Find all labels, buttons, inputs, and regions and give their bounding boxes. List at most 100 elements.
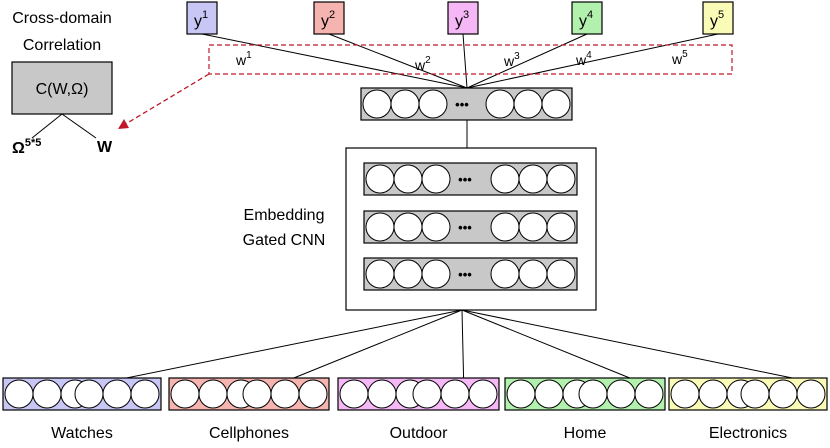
vector-unit-circle [534, 379, 564, 409]
output-box-y1 [186, 1, 218, 35]
vector-unit-circle [393, 164, 423, 194]
vector-unit-circle [546, 212, 576, 242]
output-box-y4 [571, 1, 603, 35]
vector-unit-circle [440, 379, 470, 409]
omega-label: Ω5*5 [12, 137, 41, 157]
vector-unit-circle [393, 212, 423, 242]
cnn-label-line1: Embedding [244, 207, 325, 224]
vector-unit-circle [365, 259, 395, 289]
vector-unit-circle [670, 379, 700, 409]
input-domain-label: Watches [51, 425, 113, 442]
vector-unit-circle [490, 212, 520, 242]
vector-unit-circle [270, 379, 300, 409]
output-connection-line [466, 33, 588, 89]
input-connection-line [293, 309, 463, 379]
diagram-nodes: y1y2y3y4y5w1w2w3w4w5•••••••••••••••Watch… [2, 1, 828, 442]
output-label-y1: y1 [194, 9, 208, 30]
weight-label-superscript: 3 [514, 51, 520, 62]
input-vector-cellphones: ••• [168, 377, 330, 411]
weight-label-superscript: 2 [425, 55, 431, 66]
vector-unit-circle [130, 379, 160, 409]
vector-unit-circle [421, 164, 451, 194]
weight-label-superscript: 4 [586, 50, 592, 61]
output-connection-line [466, 33, 719, 89]
output-box-y3 [447, 1, 479, 35]
vector-unit-circle [490, 259, 520, 289]
weight-label-w2: w2 [414, 55, 431, 73]
weight-label-base: w [503, 53, 515, 69]
output-label-superscript: 5 [718, 9, 724, 21]
vector-unit-circle [298, 379, 328, 409]
output-label-superscript: 4 [587, 9, 593, 21]
input-vector-home: ••• [504, 377, 666, 411]
output-label-y2: y2 [321, 9, 335, 30]
vector-unit-circle [541, 89, 571, 119]
vector-unit-circle [170, 379, 200, 409]
input-connection-line [126, 309, 463, 379]
shared-representation-vector: ••• [360, 87, 573, 121]
vector-unit-circle [513, 89, 543, 119]
ellipsis-label: ••• [458, 267, 472, 282]
weight-label-w4: w4 [575, 50, 592, 68]
vector-unit-circle [412, 379, 442, 409]
vector-unit-circle [102, 379, 132, 409]
vector-unit-circle [606, 379, 636, 409]
input-domain-label: Outdoor [390, 425, 448, 442]
vector-unit-circle [506, 379, 536, 409]
vector-unit-circle [796, 379, 826, 409]
output-box-y2 [313, 1, 345, 35]
vector-unit-circle [242, 379, 272, 409]
vector-unit-circle [390, 89, 420, 119]
vector-unit-circle [698, 379, 728, 409]
vector-unit-circle [362, 89, 392, 119]
vector-unit-circle [468, 379, 498, 409]
input-vector-electronics: ••• [668, 377, 828, 411]
correlation-title-line2: Correlation [23, 37, 101, 54]
correlation-title-line1: Cross-domain [12, 10, 112, 27]
vector-unit-circle [339, 379, 369, 409]
input-domain-label: Home [564, 425, 607, 442]
weight-label-base: w [414, 57, 426, 73]
vector-unit-circle [578, 379, 608, 409]
input-vector-watches: ••• [2, 377, 162, 411]
output-label-base: y [579, 13, 587, 30]
weight-to-correlation-arrow [123, 73, 210, 126]
vector-unit-circle [546, 164, 576, 194]
weight-label-base: w [671, 51, 683, 67]
input-connection-line [461, 309, 465, 379]
weight-label-base: w [575, 52, 587, 68]
cnn-feature-vector: ••• [363, 257, 578, 291]
ellipsis-label: ••• [458, 172, 472, 187]
ellipsis-label: ••• [455, 97, 469, 112]
output-label-base: y [710, 13, 718, 30]
vector-unit-circle [365, 212, 395, 242]
correlation-box [11, 61, 113, 115]
input-domain-label: Electronics [709, 425, 787, 442]
cnn-label-line2: Gated CNN [243, 232, 326, 249]
vector-unit-circle [546, 259, 576, 289]
vector-unit-circle [4, 379, 34, 409]
output-label-base: y [194, 13, 202, 30]
output-label-superscript: 1 [202, 9, 208, 21]
cnn-feature-vector: ••• [363, 210, 578, 244]
cnn-feature-vector: ••• [363, 162, 578, 196]
vector-unit-circle [421, 259, 451, 289]
weight-label-superscript: 1 [246, 50, 252, 61]
input-domain-label: Cellphones [209, 425, 289, 442]
vector-unit-circle [365, 164, 395, 194]
output-connection-line [201, 33, 468, 89]
arrowhead-icon [118, 119, 129, 129]
correlation-function-label: C(W,Ω) [36, 81, 89, 98]
output-connection-line [462, 33, 468, 89]
output-label-superscript: 2 [329, 9, 335, 21]
ellipsis-label: ••• [458, 220, 472, 235]
vector-unit-circle [32, 379, 62, 409]
vector-unit-circle [634, 379, 664, 409]
weight-label-superscript: 5 [682, 49, 688, 60]
vector-unit-circle [198, 379, 228, 409]
input-connection-line [461, 309, 793, 379]
input-vector-outdoor: ••• [337, 377, 500, 411]
vector-unit-circle [518, 259, 548, 289]
vector-unit-circle [367, 379, 397, 409]
